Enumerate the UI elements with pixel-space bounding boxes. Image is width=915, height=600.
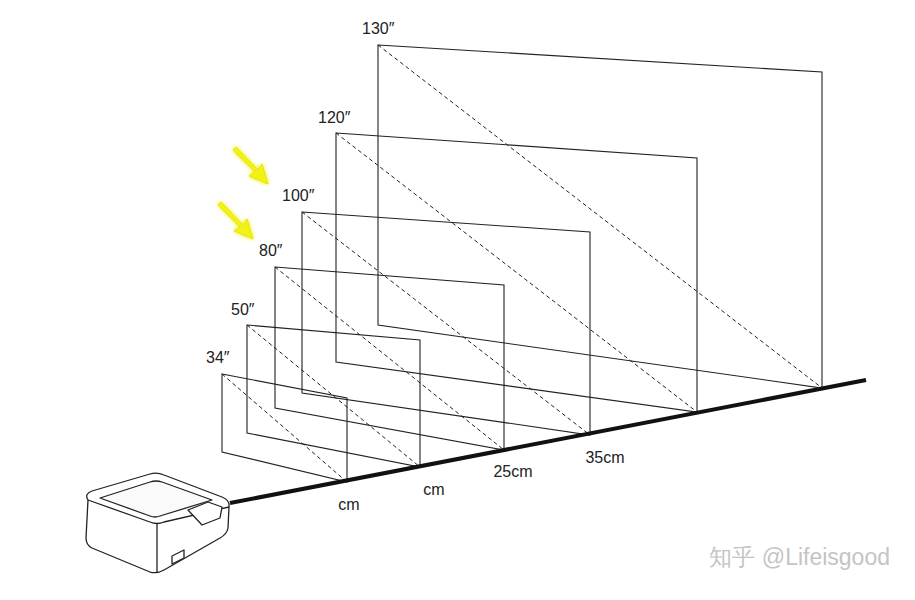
throw-distance: cm	[423, 482, 444, 498]
screen-size: 34″	[206, 350, 229, 366]
screen-frame	[222, 374, 347, 482]
screen-frame	[247, 325, 420, 467]
watermark: 知乎 @Lifeisgood	[709, 546, 890, 569]
throw-distance: 35cm	[585, 450, 624, 466]
screen-diagonal	[302, 212, 590, 435]
floor-line	[230, 380, 866, 503]
throw-distance: cm	[338, 497, 359, 513]
throw-distance: 25cm	[493, 464, 532, 480]
screen-size: 130″	[362, 21, 394, 37]
screen-size: 50″	[231, 302, 254, 318]
screen-frame	[275, 267, 504, 450]
screen-frames	[222, 45, 822, 482]
screen-size: 120″	[318, 110, 350, 126]
screen-diagonal	[275, 267, 504, 450]
screen-diagonal	[222, 374, 347, 482]
screen-diagonal	[247, 325, 420, 467]
screen-size: 100″	[282, 188, 314, 204]
screen-frame	[302, 212, 590, 435]
screen-size: 80″	[259, 243, 282, 259]
screen-diagonal	[336, 133, 697, 412]
projector	[86, 473, 229, 572]
screen-frame	[336, 133, 697, 412]
highlight-arrows	[218, 147, 268, 239]
